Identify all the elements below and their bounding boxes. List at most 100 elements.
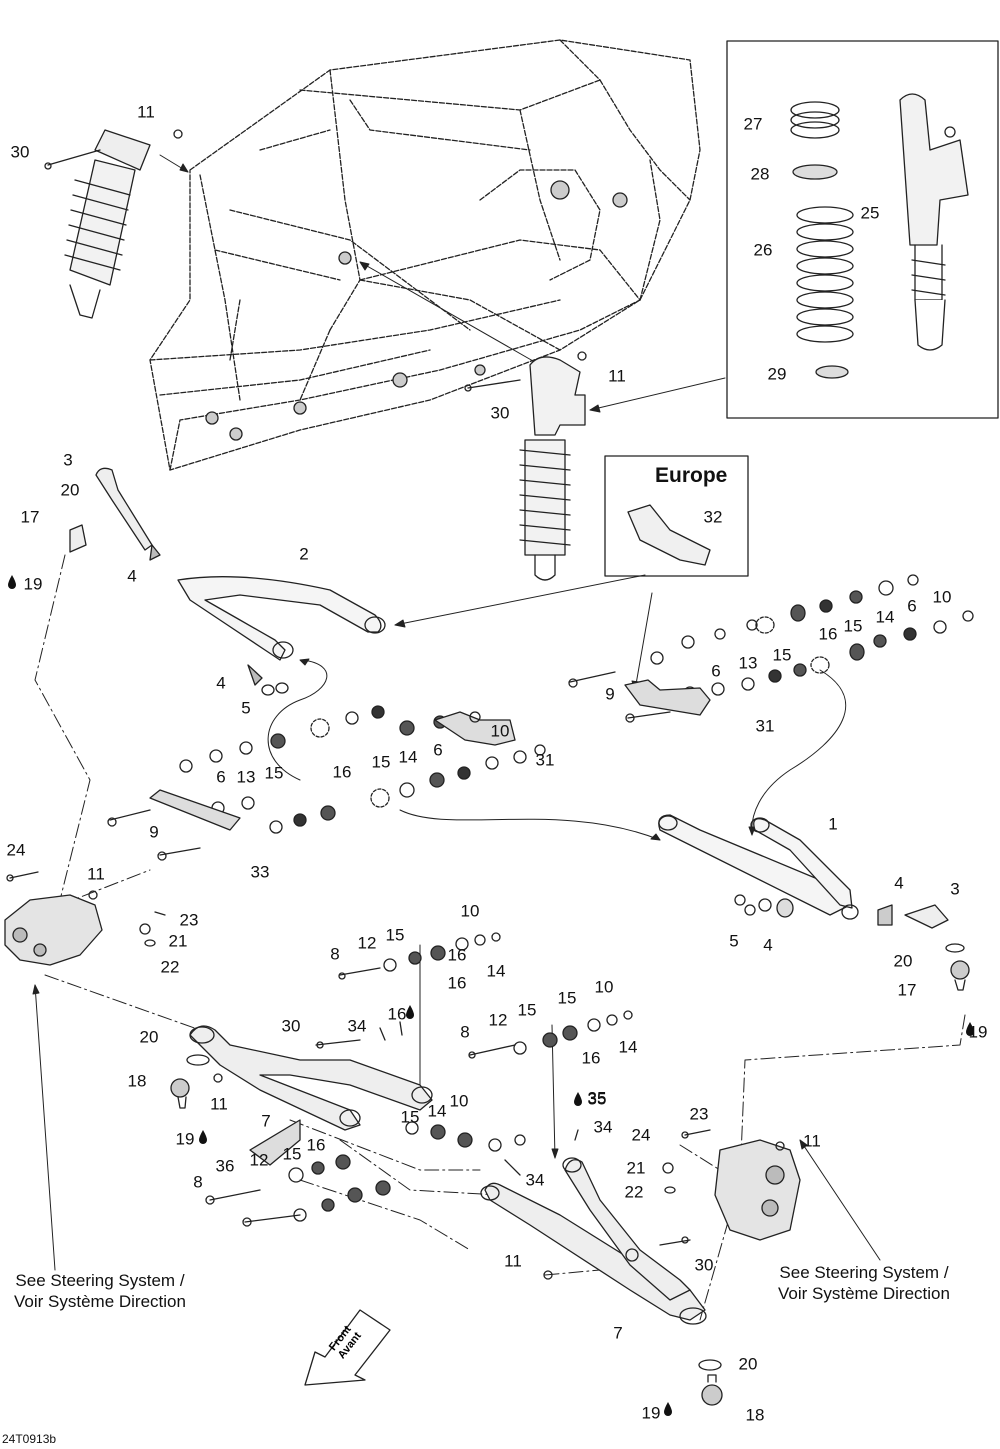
- callout-20: 20: [738, 1354, 758, 1374]
- callout-13: 13: [738, 653, 758, 673]
- callout-9: 9: [149, 822, 159, 842]
- bushing-stacks: [107, 574, 974, 861]
- callout-19: 19: [968, 1022, 988, 1042]
- callout-18: 18: [127, 1071, 147, 1091]
- callout-8: 8: [193, 1172, 203, 1192]
- callout-9: 9: [605, 684, 615, 704]
- callout-4: 4: [216, 673, 226, 693]
- steering-knuckle-right: [662, 1129, 801, 1241]
- callout-19: 19: [23, 574, 43, 594]
- steering-note-right-line2: Voir Système Direction: [778, 1284, 950, 1303]
- steering-note-left: See Steering System / Voir Système Direc…: [14, 1270, 186, 1312]
- callout-11: 11: [210, 1094, 228, 1114]
- callout-6: 6: [711, 661, 721, 681]
- callout-34: 34: [593, 1117, 613, 1137]
- callout-4: 4: [894, 873, 904, 893]
- callout-15: 15: [517, 1000, 537, 1020]
- callout-30: 30: [281, 1016, 301, 1036]
- callout-15: 15: [772, 645, 792, 665]
- callout-16: 16: [447, 945, 467, 965]
- callout-8: 8: [330, 944, 340, 964]
- callout-5: 5: [729, 931, 739, 951]
- callout-12: 12: [488, 1010, 508, 1030]
- leader-lines: [32, 154, 881, 1271]
- callout-31: 31: [535, 750, 555, 770]
- callout-12: 12: [249, 1150, 269, 1170]
- callout-12: 12: [357, 933, 377, 953]
- front-direction-arrow: [304, 1309, 391, 1386]
- europe-inset: [604, 455, 749, 577]
- callout-17: 17: [897, 980, 917, 1000]
- callout-29: 29: [767, 364, 787, 384]
- callout-30: 30: [694, 1255, 714, 1275]
- callout-18: 18: [745, 1405, 765, 1425]
- shock-detail-inset: [726, 40, 999, 419]
- callout-16: 16: [447, 973, 467, 993]
- callout-30: 30: [490, 403, 510, 423]
- callout-16: 16: [387, 1004, 407, 1024]
- callout-22: 22: [160, 957, 180, 977]
- callout-36: 36: [215, 1156, 235, 1176]
- callout-26: 26: [753, 240, 773, 260]
- diagram-code: 24T0913b: [2, 1432, 57, 1446]
- callout-16: 16: [306, 1135, 326, 1155]
- callout-13: 13: [236, 767, 256, 787]
- callout-23: 23: [689, 1104, 709, 1124]
- callout-24: 24: [6, 840, 26, 860]
- callout-19: 19: [175, 1129, 195, 1149]
- callout-1: 1: [828, 814, 838, 834]
- callout-14: 14: [398, 747, 418, 767]
- callout-14: 14: [875, 607, 895, 627]
- callout-17: 17: [20, 507, 40, 527]
- callout-15: 15: [385, 925, 405, 945]
- callout-10: 10: [460, 901, 480, 921]
- callout-21: 21: [626, 1158, 646, 1178]
- callout-27: 27: [743, 114, 763, 134]
- callout-31: 31: [755, 716, 775, 736]
- callout-14: 14: [618, 1037, 638, 1057]
- lubricant-drop-icons: [8, 575, 974, 1416]
- callout-25: 25: [860, 203, 880, 223]
- callout-8: 8: [460, 1022, 470, 1042]
- callout-34: 34: [525, 1170, 545, 1190]
- callout-35: 35: [587, 1088, 607, 1108]
- callout-11: 11: [608, 366, 626, 386]
- callout-22: 22: [624, 1182, 644, 1202]
- callout-10: 10: [490, 721, 510, 741]
- callout-23: 23: [179, 910, 199, 930]
- callout-34: 34: [347, 1016, 367, 1036]
- callout-10: 10: [932, 587, 952, 607]
- callout-6: 6: [907, 596, 917, 616]
- europe-bracket: [627, 504, 711, 566]
- callout-24: 24: [631, 1125, 651, 1145]
- callout-11: 11: [803, 1131, 821, 1151]
- callout-20: 20: [893, 951, 913, 971]
- callout-15: 15: [371, 752, 391, 772]
- callout-35: 35: [587, 1089, 607, 1109]
- callout-16: 16: [581, 1048, 601, 1068]
- small-bushings: [338, 932, 633, 1176]
- callout-5: 5: [241, 698, 251, 718]
- steering-note-right-line1: See Steering System /: [779, 1263, 949, 1282]
- callout-4: 4: [127, 566, 137, 586]
- vehicle-frame: [149, 39, 701, 471]
- callout-20: 20: [139, 1027, 159, 1047]
- lower-arm-left: [170, 1021, 433, 1227]
- callout-16: 16: [818, 624, 838, 644]
- callout-11: 11: [87, 864, 105, 884]
- callout-21: 21: [168, 931, 188, 951]
- callout-10: 10: [449, 1091, 469, 1111]
- callout-14: 14: [427, 1101, 447, 1121]
- callout-15: 15: [282, 1144, 302, 1164]
- callout-33: 33: [250, 862, 270, 882]
- inset-parts: [790, 93, 969, 379]
- callout-15: 15: [400, 1107, 420, 1127]
- callout-11: 11: [504, 1251, 522, 1271]
- shock-absorber-left: [44, 129, 183, 319]
- callout-16: 16: [332, 762, 352, 782]
- callout-14: 14: [486, 961, 506, 981]
- lower-arm-right: [480, 1129, 723, 1406]
- callout-6: 6: [216, 767, 226, 787]
